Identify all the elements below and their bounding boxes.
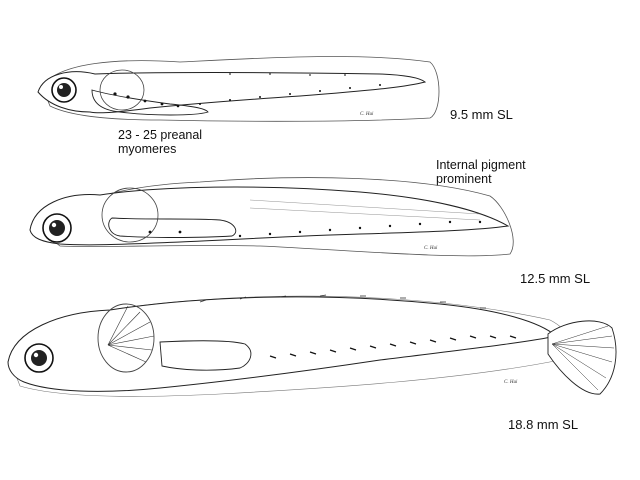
size-label-12-5mm: 12.5 mm SL xyxy=(520,271,591,286)
pigment-row xyxy=(148,220,482,238)
pectoral-fin xyxy=(101,187,159,243)
body-outline xyxy=(29,186,510,246)
body-outline xyxy=(37,71,427,114)
dorsal-pigment xyxy=(199,294,486,309)
eye-highlight xyxy=(51,222,57,228)
size-label-18-8mm: 18.8 mm SL xyxy=(508,417,579,432)
gut xyxy=(159,340,252,371)
internal-pigment xyxy=(249,199,481,221)
annotation-line-1: 23 - 25 preanal xyxy=(118,128,203,142)
body-outline xyxy=(7,296,558,392)
eye-inner xyxy=(31,350,47,366)
pigment-row xyxy=(113,84,381,108)
annotation-line-2: prominent xyxy=(436,172,492,186)
annotation-internal-pigment: Internal pigment prominent xyxy=(436,158,526,186)
artist-signature: C. Hui xyxy=(424,246,438,251)
caudal-rays xyxy=(551,325,615,391)
pigment-row xyxy=(269,335,517,359)
artist-signature: C. Hui xyxy=(504,380,518,385)
gut xyxy=(108,217,237,238)
annotation-line-1: Internal pigment xyxy=(436,158,526,172)
annotation-line-2: myomeres xyxy=(118,142,177,156)
pectoral-fin xyxy=(97,303,155,373)
eye-highlight xyxy=(59,85,63,89)
dorsal-pigment xyxy=(229,73,346,76)
size-label-9-5mm: 9.5 mm SL xyxy=(450,107,513,122)
pectoral-fin xyxy=(99,69,145,111)
eye-highlight xyxy=(33,352,39,358)
artist-signature: C. Hui xyxy=(360,112,374,117)
finfold-outline xyxy=(41,56,440,122)
finfold-outline xyxy=(39,177,514,257)
caudal-fin xyxy=(547,320,617,395)
annotation-preanal-myomeres: 23 - 25 preanal myomeres xyxy=(118,128,202,156)
gut xyxy=(91,89,209,116)
pectoral-rays xyxy=(107,305,155,363)
